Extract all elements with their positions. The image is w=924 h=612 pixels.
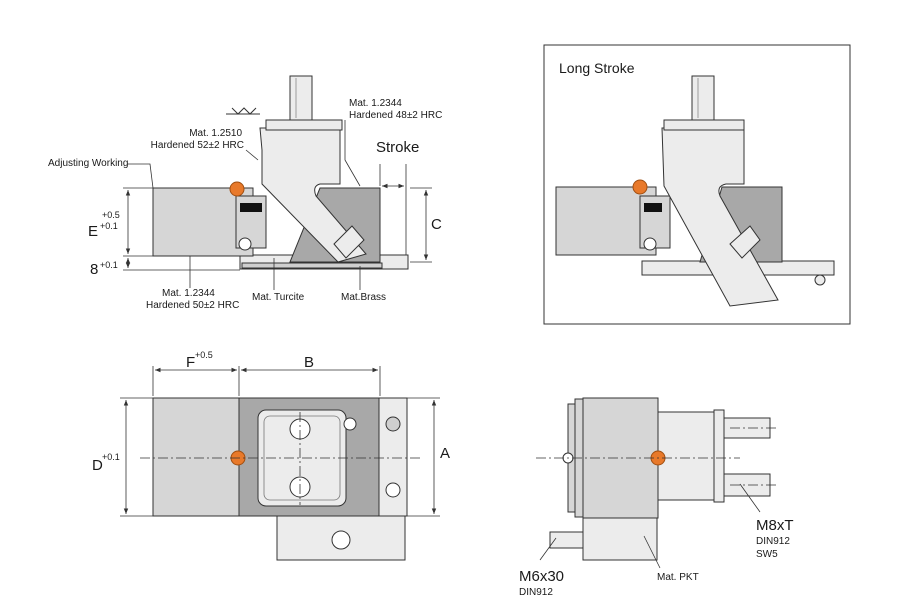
screw-1-size: M8xT — [756, 517, 794, 534]
top-view: F +0.5 B D +0.1 A — [92, 350, 450, 561]
adjusting-working-label: Adjusting Working — [48, 158, 128, 169]
dim-a-label: A — [440, 445, 450, 462]
screw-2-size: M6x30 — [519, 568, 564, 585]
tv-small-hole — [343, 417, 357, 431]
ev-end-plate — [713, 409, 725, 503]
brass-strip — [241, 262, 383, 269]
ev-cam-section — [657, 411, 715, 501]
stroke-label: Stroke — [376, 139, 419, 156]
screw-1-key: SW5 — [756, 549, 778, 560]
dim-8-label: 8 — [90, 261, 98, 278]
ev-screw-m6 — [549, 531, 584, 549]
dim-c-label: C — [431, 216, 442, 233]
dim-e-tol-lower: +0.1 — [100, 221, 118, 231]
mat-pkt-label: Mat. PKT — [657, 572, 699, 583]
mat-turcite-label: Mat. Turcite — [252, 292, 305, 303]
mat-3-line1: Mat. 1.2344 — [162, 288, 215, 299]
long-stroke-title: Long Stroke — [559, 60, 635, 76]
cam-cap — [265, 119, 343, 131]
mat-2-line1: Mat. 1.2510 — [189, 128, 242, 139]
marker-dot — [229, 181, 245, 197]
ls-driver-block — [555, 186, 657, 256]
tv-lower-bolt — [331, 530, 351, 550]
tv-end-hole-bottom — [385, 482, 401, 498]
wear-plate — [333, 225, 365, 259]
long-stroke-panel: Long Stroke — [543, 44, 851, 325]
dim-d-label: D — [92, 457, 103, 474]
mat-3-line2: Hardened 50±2 HRC — [146, 300, 239, 311]
ls-cam-cap — [663, 119, 745, 131]
turcite-pad — [240, 203, 262, 212]
ls-shaft — [691, 75, 715, 121]
screw-1-std: DIN912 — [756, 536, 790, 547]
ls-turcite-pad — [644, 203, 662, 212]
ls-wear-plate — [729, 225, 761, 259]
dim-e-label: E — [88, 223, 98, 240]
dim-8-tol: +0.1 — [100, 260, 118, 270]
ls-marker-dot — [632, 179, 648, 195]
tv-end-hole-top — [385, 416, 401, 432]
end-view: M8xT DIN912 SW5 M6x30 DIN912 Mat. PKT — [519, 397, 794, 598]
mat-1-line2: Hardened 48±2 HRC — [349, 110, 442, 121]
tv-driver — [152, 397, 240, 517]
mat-2-line2: Hardened 52±2 HRC — [151, 140, 244, 151]
shaft — [289, 75, 313, 121]
ls-cam-body — [661, 127, 779, 307]
ls-base-foot — [814, 274, 826, 286]
screw-2-std: DIN912 — [519, 587, 553, 598]
dim-f-tol: +0.5 — [195, 350, 213, 360]
mat-brass-label: Mat.Brass — [341, 292, 386, 303]
ls-gib-hole — [643, 237, 657, 251]
ev-lower-block — [582, 517, 658, 561]
dim-b-label: B — [304, 354, 314, 371]
cam-body — [259, 127, 367, 263]
side-view: Mat. 1.2344 Hardened 48±2 HRC Mat. 1.251… — [48, 75, 442, 311]
mat-1-line1: Mat. 1.2344 — [349, 98, 402, 109]
surface-finish-symbol — [226, 107, 260, 115]
dim-f-label: F — [186, 354, 195, 371]
gib-hole — [238, 237, 252, 251]
tv-end-plate — [378, 397, 408, 517]
dim-e-tol-upper: +0.5 — [102, 210, 120, 220]
dim-d-tol: +0.1 — [102, 452, 120, 462]
